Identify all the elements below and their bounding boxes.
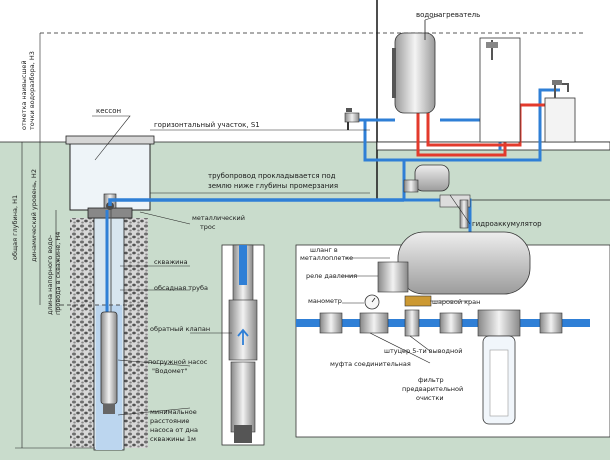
label-water-heater: водонагреватель — [416, 11, 480, 19]
label-casing-pipe: обсадная труба — [154, 284, 208, 292]
label-well: скважина — [154, 258, 188, 266]
label-filter-2: предварительной — [402, 385, 463, 393]
submersible-pump — [100, 210, 118, 414]
label-pipeline-2: землю ниже глубины промерзания — [208, 182, 338, 190]
leader-lines — [92, 14, 471, 416]
label-total-depth: общая глубина, Н1 — [11, 195, 19, 260]
hydro-accumulator-small — [403, 164, 471, 229]
label-intake-mark-2: точки водоразбора, Н3 — [28, 51, 36, 130]
water-heater — [392, 20, 436, 114]
label-intake-mark-1: отметка наивысшей — [20, 60, 28, 130]
label-ball-valve: шаровой кран — [432, 298, 480, 306]
sink — [544, 80, 576, 143]
label-min-dist-1: минимальное — [150, 408, 197, 416]
label-hydro-accumulator: гидроаккумулятор — [472, 220, 542, 228]
ball-valve-handle — [404, 295, 432, 307]
label-pump-2: "Водомет" — [152, 367, 188, 375]
label-check-valve: обратный клапан — [150, 325, 210, 333]
plumbing-detail-panel — [295, 231, 610, 438]
label-metal-cable-1: металлический — [192, 214, 245, 222]
label-hose-2: металлоплетке — [300, 254, 353, 262]
label-hose-1: шланг в — [310, 246, 338, 254]
label-coupling: муфта соединительная — [330, 360, 411, 368]
pressure-relay-body — [377, 261, 409, 293]
label-metal-cable-2: трос — [200, 223, 216, 231]
label-min-dist-3: насоса от дна — [150, 426, 198, 434]
label-pressure-relay: реле давления — [306, 272, 357, 280]
pre-filter — [477, 309, 521, 425]
hydro-accumulator-large — [397, 231, 531, 295]
pump-detail — [221, 244, 265, 446]
label-min-dist-4: скважины 1м — [150, 435, 196, 443]
garden-tap — [344, 108, 360, 130]
label-dynamic-level: динамический уровень, Н2 — [30, 169, 38, 262]
shower-fixture — [479, 37, 521, 143]
label-pressure-pipe-2: провода в скважине, Н4 — [54, 232, 62, 315]
label-filter-1: фильтр — [418, 376, 444, 384]
dimension-lines — [15, 33, 95, 449]
label-caisson: кессон — [96, 107, 121, 115]
label-pipeline-1: трубопровод прокладывается под — [208, 172, 336, 180]
label-horizontal-section: горизонтальный участок, S1 — [154, 121, 260, 129]
label-fitting-5way: штуцер 5-ти выводной — [384, 347, 462, 355]
label-pressure-pipe-1: длина напорного водо- — [46, 234, 54, 315]
label-filter-3: очистки — [416, 394, 444, 402]
label-pump-1: погружной насос — [148, 358, 208, 366]
label-min-dist-2: расстояние — [150, 417, 189, 425]
label-manometer: манометр — [308, 297, 342, 305]
